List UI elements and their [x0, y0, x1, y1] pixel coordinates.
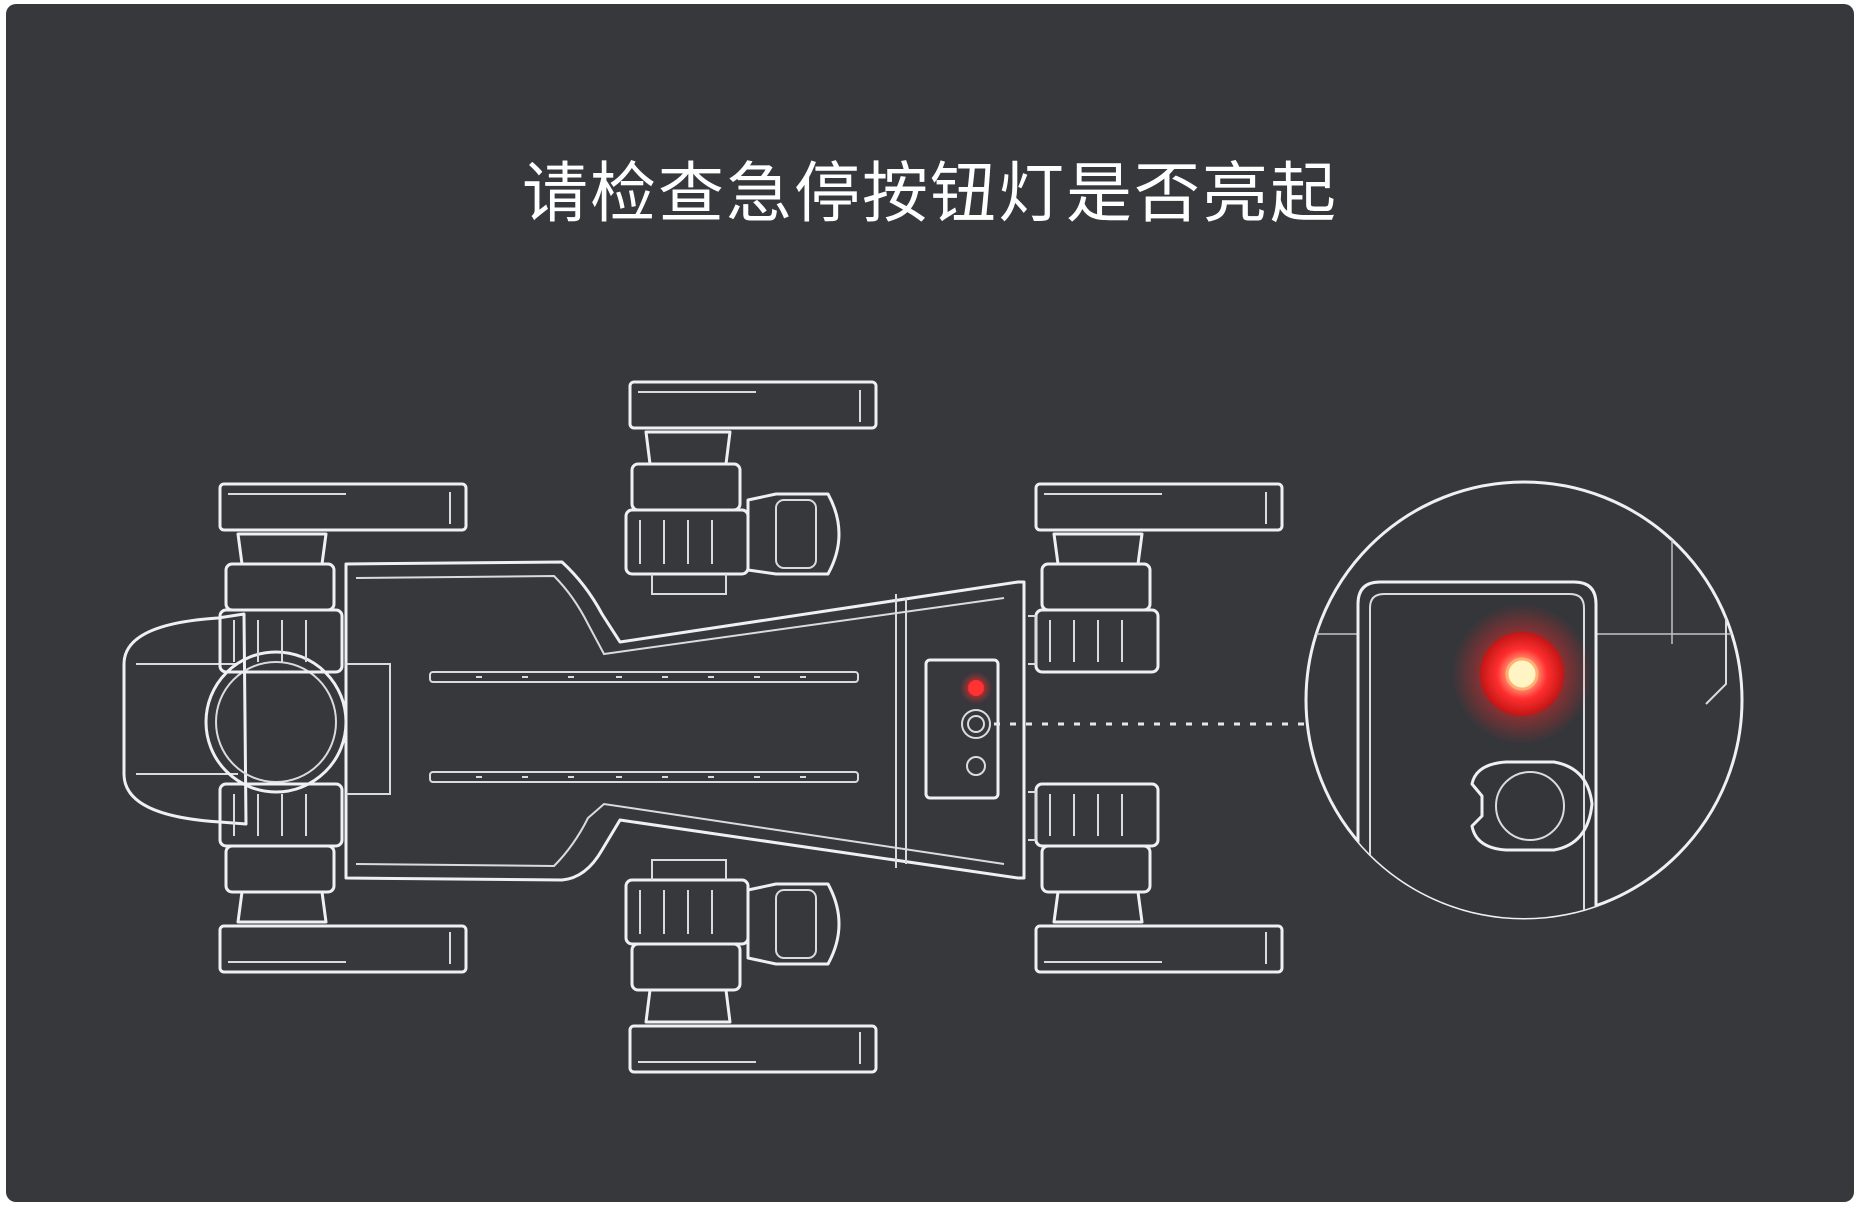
leg-rear-bottom [218, 782, 468, 974]
emergency-stop-light-icon [1452, 604, 1592, 744]
robot-top-view-illustration [122, 380, 1744, 1074]
leg-front-top [1028, 482, 1284, 674]
zoom-callout-icon [1304, 480, 1744, 920]
page-title: 请检查急停按钮灯是否亮起 [522, 155, 1338, 232]
leg-middle-top [624, 380, 878, 595]
robot-top-view-icon [122, 560, 1312, 882]
instruction-screen: 请检查急停按钮灯是否亮起 [6, 4, 1854, 1202]
leg-rear-top [218, 482, 468, 674]
leg-middle-bottom [624, 859, 878, 1074]
leg-front-bottom [1028, 782, 1284, 974]
